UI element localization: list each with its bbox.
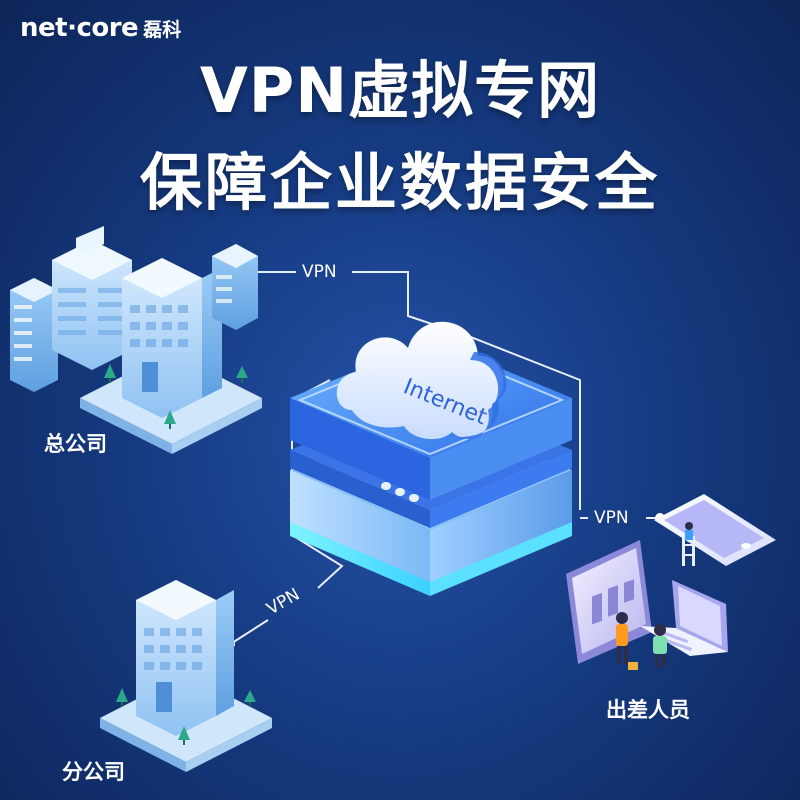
branch-building xyxy=(100,580,272,772)
dashboard-panel xyxy=(566,540,652,664)
branch-label: 分公司 xyxy=(62,760,125,784)
headline-line-2: 保障企业数据安全 xyxy=(139,146,660,219)
traveler-person-sitting xyxy=(653,624,667,668)
travel-vpn-label: VPN xyxy=(594,508,629,528)
hq-buildings xyxy=(10,226,262,454)
brand-logo: net·core 磊科 xyxy=(20,13,181,47)
travel-label: 出差人员 xyxy=(606,698,690,722)
headline-line-1: VPN虚拟专网 xyxy=(199,54,601,127)
ladder-worker xyxy=(682,522,695,566)
brand-logo-text: net·core xyxy=(20,13,139,43)
hq-label: 总公司 xyxy=(44,432,107,456)
internet-cloud-icon xyxy=(336,321,507,440)
server-indicator-lights xyxy=(381,482,419,502)
traveler-person-standing xyxy=(616,612,638,670)
traveler-devices xyxy=(566,494,776,670)
hq-vpn-label: VPN xyxy=(302,262,337,282)
smartphone-icon xyxy=(654,494,776,566)
brand-logo-cn: 磊科 xyxy=(143,19,182,41)
